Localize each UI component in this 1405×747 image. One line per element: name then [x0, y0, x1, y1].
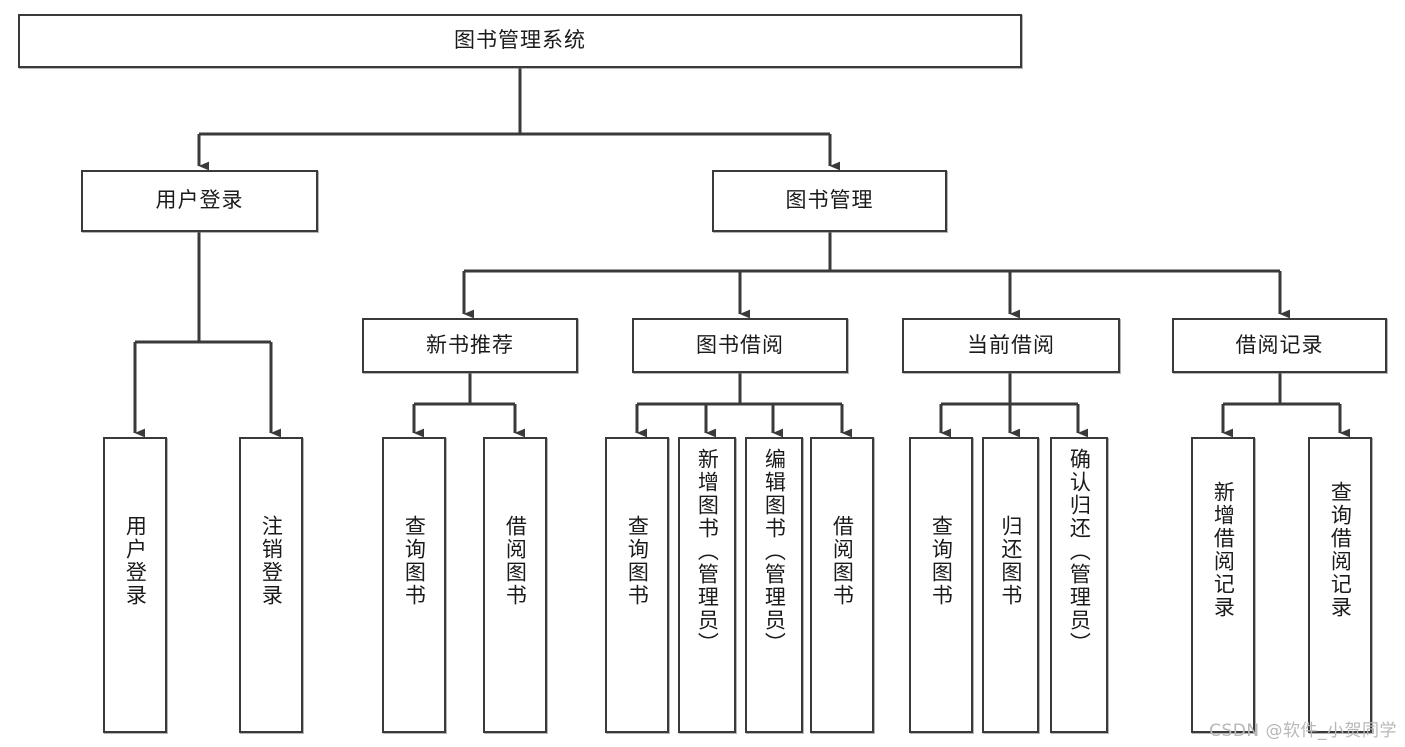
node-label: 查询借阅记录 — [1328, 481, 1353, 619]
node-label: 查询图书 — [625, 515, 650, 607]
csdn-watermark: CSDN @软件_小贺同学 — [1209, 721, 1397, 741]
leaf-query-borrowing-record[interactable]: 查询借阅记录 — [1308, 437, 1372, 733]
node-label: 查询图书 — [402, 515, 427, 607]
leaf-edit-book-admin[interactable]: 编辑图书（管理员） — [745, 437, 803, 733]
node-label: 编辑图书（管理员） — [762, 448, 787, 655]
leaf-add-borrowing-record[interactable]: 新增借阅记录 — [1191, 437, 1255, 733]
leaf-query-book-current[interactable]: 查询图书 — [909, 437, 973, 733]
leaf-query-book-borrowing[interactable]: 查询图书 — [605, 437, 669, 733]
node-label: 用户登录 — [123, 515, 148, 607]
node-new-book-recommendation[interactable]: 新书推荐 — [362, 318, 578, 373]
node-label: 图书借阅 — [696, 332, 784, 357]
node-label: 图书管理 — [785, 188, 874, 213]
node-label: 借阅记录 — [1235, 332, 1324, 357]
node-book-management[interactable]: 图书管理 — [712, 170, 947, 232]
node-label: 新书推荐 — [426, 332, 514, 357]
node-book-borrowing[interactable]: 图书借阅 — [632, 318, 848, 373]
node-label: 确认归还（管理员） — [1067, 448, 1092, 655]
node-label: 当前借阅 — [967, 332, 1055, 357]
node-label: 查询图书 — [929, 515, 954, 607]
leaf-user-login[interactable]: 用户登录 — [103, 437, 167, 733]
leaf-borrow-book-new-rec[interactable]: 借阅图书 — [483, 437, 547, 733]
node-user-login[interactable]: 用户登录 — [81, 170, 318, 232]
node-label: 借阅图书 — [830, 515, 855, 607]
node-label: 新增图书（管理员） — [695, 448, 720, 655]
leaf-add-book-admin[interactable]: 新增图书（管理员） — [678, 437, 736, 733]
leaf-borrow-book-borrowing[interactable]: 借阅图书 — [810, 437, 874, 733]
leaf-confirm-return-admin[interactable]: 确认归还（管理员） — [1050, 437, 1108, 733]
node-label: 新增借阅记录 — [1211, 481, 1236, 619]
node-current-borrowing[interactable]: 当前借阅 — [902, 318, 1120, 373]
node-label: 图书管理系统 — [454, 28, 586, 53]
node-root-book-management-system[interactable]: 图书管理系统 — [18, 14, 1022, 68]
leaf-return-book[interactable]: 归还图书 — [982, 437, 1039, 733]
node-label: 用户登录 — [155, 188, 244, 213]
node-label: 借阅图书 — [503, 515, 528, 607]
node-label: 归还图书 — [998, 515, 1023, 607]
leaf-logout[interactable]: 注销登录 — [239, 437, 303, 733]
leaf-query-book-new-rec[interactable]: 查询图书 — [382, 437, 446, 733]
node-label: 注销登录 — [259, 515, 284, 607]
node-borrowing-record[interactable]: 借阅记录 — [1172, 318, 1387, 373]
